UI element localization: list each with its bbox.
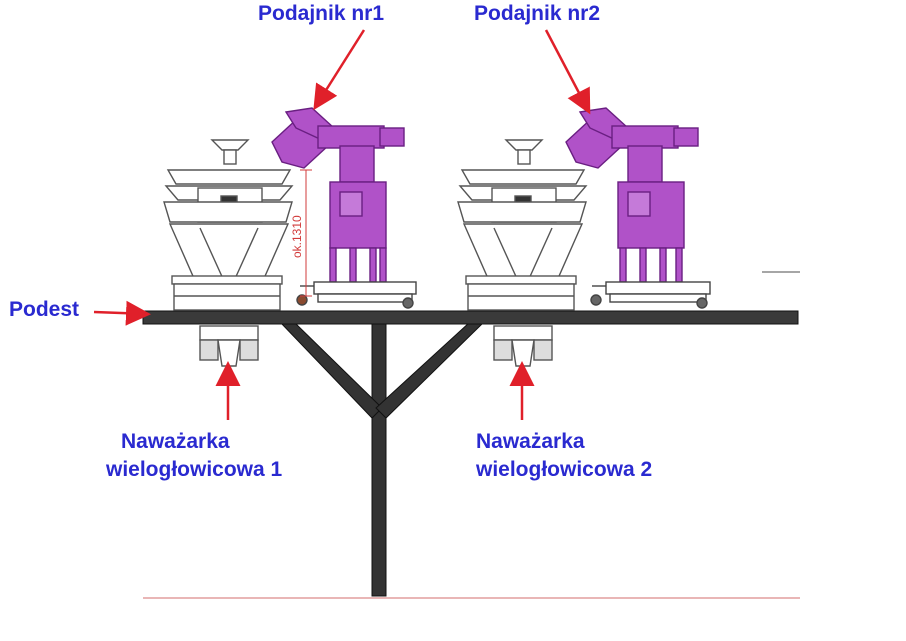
dimension-label: ok.1310 bbox=[290, 215, 304, 258]
label-feeder-2: Podajnik nr2 bbox=[474, 2, 601, 25]
arrow-feeder-2 bbox=[544, 29, 591, 115]
label-feeder-1: Podajnik nr1 bbox=[258, 2, 385, 25]
support-frame bbox=[278, 313, 486, 597]
feeder-1-base bbox=[296, 281, 417, 309]
arrow-platform bbox=[93, 300, 151, 326]
weigher-2 bbox=[457, 139, 588, 367]
dimension-line bbox=[300, 169, 312, 297]
label-platform: Podest bbox=[9, 298, 80, 321]
label-weigher-1-line2: wielogłowicowa 1 bbox=[106, 458, 283, 481]
weigher-1 bbox=[163, 139, 294, 367]
arrow-feeder-1 bbox=[313, 29, 366, 111]
label-weigher-2-line1: Naważarka bbox=[476, 430, 585, 453]
platform-beam bbox=[142, 310, 799, 325]
label-weigher-1-line1: Naważarka bbox=[121, 430, 230, 453]
feeder-2 bbox=[565, 107, 699, 283]
label-weigher-2-line2: wielogłowicowa 2 bbox=[476, 458, 653, 481]
feeder-2-base bbox=[590, 281, 711, 309]
